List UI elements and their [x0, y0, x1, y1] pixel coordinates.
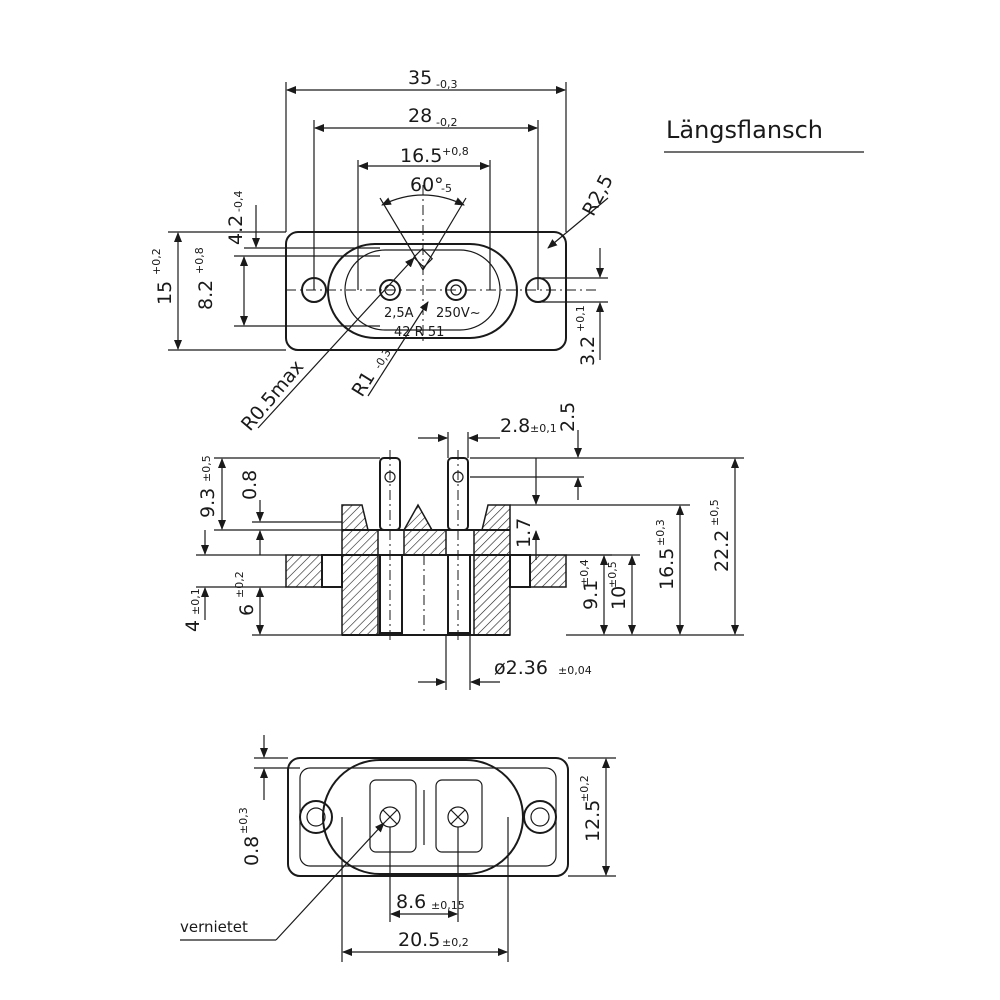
dim-15-value: 15 [154, 281, 176, 305]
body-section-right [473, 504, 511, 636]
marking-rating: 2,5A [384, 306, 414, 321]
angle-60-value: 60° [410, 174, 444, 196]
contact-right [435, 779, 483, 853]
dim-6-tol: ±0,2 [233, 571, 246, 598]
dim-20-5-value: 20.5 [398, 929, 440, 951]
label-riveted: vernietet [180, 918, 248, 936]
angle-leg-left [379, 197, 424, 271]
dim-9-1-value: 9.1 [580, 580, 602, 610]
bottom-mounting-ring-left [299, 800, 333, 834]
leader-riveted [275, 822, 385, 941]
dim-35-value: 35 [408, 67, 432, 89]
radius-r2-5: R2,5 [578, 171, 618, 220]
socket-outline [327, 243, 518, 339]
dim-9-1-tol: ±0,4 [578, 559, 591, 586]
dim-16-5-side-value: 16.5 [656, 548, 678, 590]
dim-16-5-tol: +0,8 [442, 145, 469, 158]
body-section-left [341, 504, 379, 636]
dim-4-tol: ±0,1 [189, 588, 202, 615]
leader-r1 [367, 301, 429, 397]
angle-leg-right [422, 197, 467, 271]
dim-28-value: 28 [408, 105, 432, 127]
dim-16-5-value: 16.5 [400, 145, 442, 167]
bottom-mounting-hole-left [306, 807, 326, 827]
dim-9-3-tol: ±0,5 [200, 455, 213, 482]
flange-gap-left [321, 554, 343, 588]
flange-section-left [285, 554, 323, 588]
socket-inner-outline [344, 249, 501, 331]
leader-r0-5 [257, 257, 415, 429]
dim-8-2-value: 8.2 [195, 280, 217, 310]
dim-8-6-tol: ±0,15 [431, 899, 465, 912]
dim-3-2-tol: +0,1 [574, 305, 587, 332]
bottom-flange-outline [287, 757, 569, 877]
marking-code: 42 R 51 [394, 325, 444, 340]
dim-12-5-tol: ±0,2 [578, 775, 591, 802]
dim-10-tol: ±0,5 [606, 561, 619, 588]
dim-0-8-value: 0.8 [239, 470, 261, 500]
bottom-mounting-hole-right [530, 807, 550, 827]
marking-voltage: 250V~ [436, 306, 481, 321]
dim-35-tol: -0,3 [436, 78, 457, 91]
rivet-right-cross-b [450, 809, 466, 825]
dim-8-2-tol: +0,8 [193, 247, 206, 274]
flange-gap-right [509, 554, 531, 588]
dim-4-value: 4 [182, 620, 204, 632]
dim-dia-tol: ±0,04 [558, 664, 592, 677]
dim-dia-value: ø2.36 [494, 657, 548, 679]
angle-60-tol: -5 [441, 182, 452, 195]
socket-cavity-left [379, 554, 403, 634]
dim-28-tol: -0,2 [436, 116, 457, 129]
dim-22-2-tol: ±0,5 [708, 499, 721, 526]
drawing-title: Längsflansch [666, 116, 823, 144]
leader-r2-5 [547, 197, 609, 249]
flange-outline [285, 231, 567, 351]
dim-20-5-tol: ±0,2 [442, 936, 469, 949]
dim-0-8-b-tol: ±0,3 [237, 807, 250, 834]
bottom-view: 12.5 ±0,2 0.8 ±0,3 8.6 ±0,15 20.5 ±0,2 v… [180, 735, 616, 962]
side-view: 22.2 ±0,5 16.5 ±0,3 10 ±0,5 9.1 ±0,4 1.7… [182, 402, 744, 690]
dim-0-8-b-value: 0.8 [241, 836, 263, 866]
dim-22-2-value: 22.2 [711, 530, 733, 572]
dim-1-7-value: 1.7 [513, 518, 535, 548]
dim-15-tol: +0,2 [150, 248, 163, 275]
dim-3-2-value: 3.2 [577, 336, 599, 366]
dim-16-5-side-tol: ±0,3 [654, 519, 667, 546]
rivet-left-cross-b [382, 809, 398, 825]
socket-cavity-right [447, 554, 471, 634]
top-view: 60° -5 35 -0,3 28 -0,2 16.5 +0,8 R2,5 15… [150, 67, 618, 435]
dim-2-5-value: 2.5 [557, 402, 579, 432]
radius-r0-5: R0.5max [237, 356, 308, 435]
dim-4-2-tol: -0,4 [232, 191, 245, 212]
angle-arc [381, 194, 465, 206]
dim-2-8-value: 2.8 [500, 415, 530, 437]
radius-r1: R1 [348, 368, 380, 401]
dim-4-2-value: 4.2 [225, 215, 247, 245]
dim-8-6-value: 8.6 [396, 891, 426, 913]
dim-6-value: 6 [236, 604, 258, 616]
dim-12-5-value: 12.5 [582, 800, 604, 842]
contact-left [369, 779, 417, 853]
dim-2-8-tol: ±0,1 [530, 422, 557, 435]
dim-10-value: 10 [608, 586, 630, 610]
dim-9-3-value: 9.3 [197, 488, 219, 518]
bottom-flange-inner [299, 767, 557, 867]
bottom-mounting-ring-right [523, 800, 557, 834]
bottom-socket-outline [322, 759, 524, 875]
